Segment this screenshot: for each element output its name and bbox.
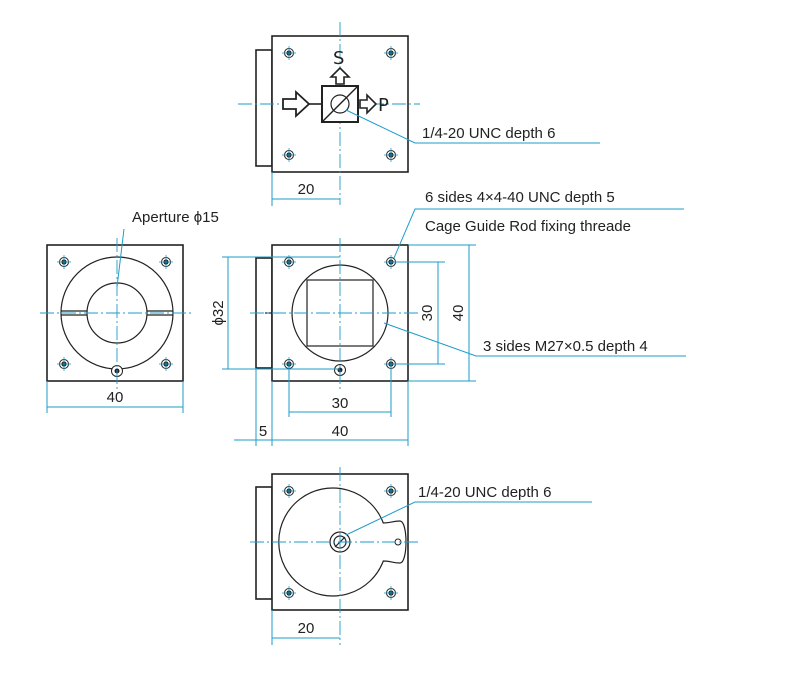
aperture-label: Aperture ϕ15: [132, 209, 219, 226]
beam-splitter-diagonal: [321, 85, 359, 123]
dim-30-horizontal-label: 30: [332, 395, 349, 412]
top-view: P S 1/4-20 UNC depth 6 20: [238, 22, 600, 206]
p-marker-label: P: [378, 95, 389, 116]
input-beam-arrow-icon: [282, 89, 311, 119]
p-beam-arrow-icon: [359, 93, 378, 115]
top-thread-label: 1/4-20 UNC depth 6: [422, 125, 555, 142]
aperture-leader: [116, 228, 125, 288]
top-thread-hole: [330, 94, 350, 114]
front-view: ϕ32 30 40 6 sides 4×4-40 UNC depth 5 Cag…: [210, 189, 686, 446]
aperture-view: Aperture ϕ15 40: [40, 209, 219, 413]
top-view-flange: [255, 49, 273, 167]
s-marker-label: S: [333, 48, 344, 69]
side-dim-40-label: 40: [107, 389, 124, 406]
dim-40-vertical-label: 40: [450, 305, 467, 322]
top-thread-leader: [345, 109, 600, 144]
cage-thread-label: 6 sides 4×4-40 UNC depth 5: [425, 189, 615, 206]
top-dim-20-label: 20: [298, 181, 315, 198]
bottom-view-flange: [255, 486, 273, 600]
side-thread-label: 3 sides M27×0.5 depth 4: [483, 338, 648, 355]
cage-thread-leader: [393, 208, 684, 259]
dim-5-label: 5: [259, 423, 267, 440]
dim-40-horizontal-label: 40: [332, 423, 349, 440]
bottom-thread-leader: [345, 501, 592, 536]
bottom-thread-label: 1/4-20 UNC depth 6: [418, 484, 551, 501]
cage-note-label: Cage Guide Rod fixing threade: [425, 218, 631, 235]
bottom-view: 1/4-20 UNC depth 6 20: [250, 467, 592, 645]
dia-32-label: ϕ32: [210, 300, 227, 325]
side-thread-leader: [383, 322, 686, 357]
bottom-dim-20-label: 20: [298, 620, 315, 637]
dim-30-vertical-label: 30: [419, 305, 436, 322]
s-beam-arrow-icon: [329, 66, 351, 85]
bottom-view-recess: [278, 487, 407, 597]
